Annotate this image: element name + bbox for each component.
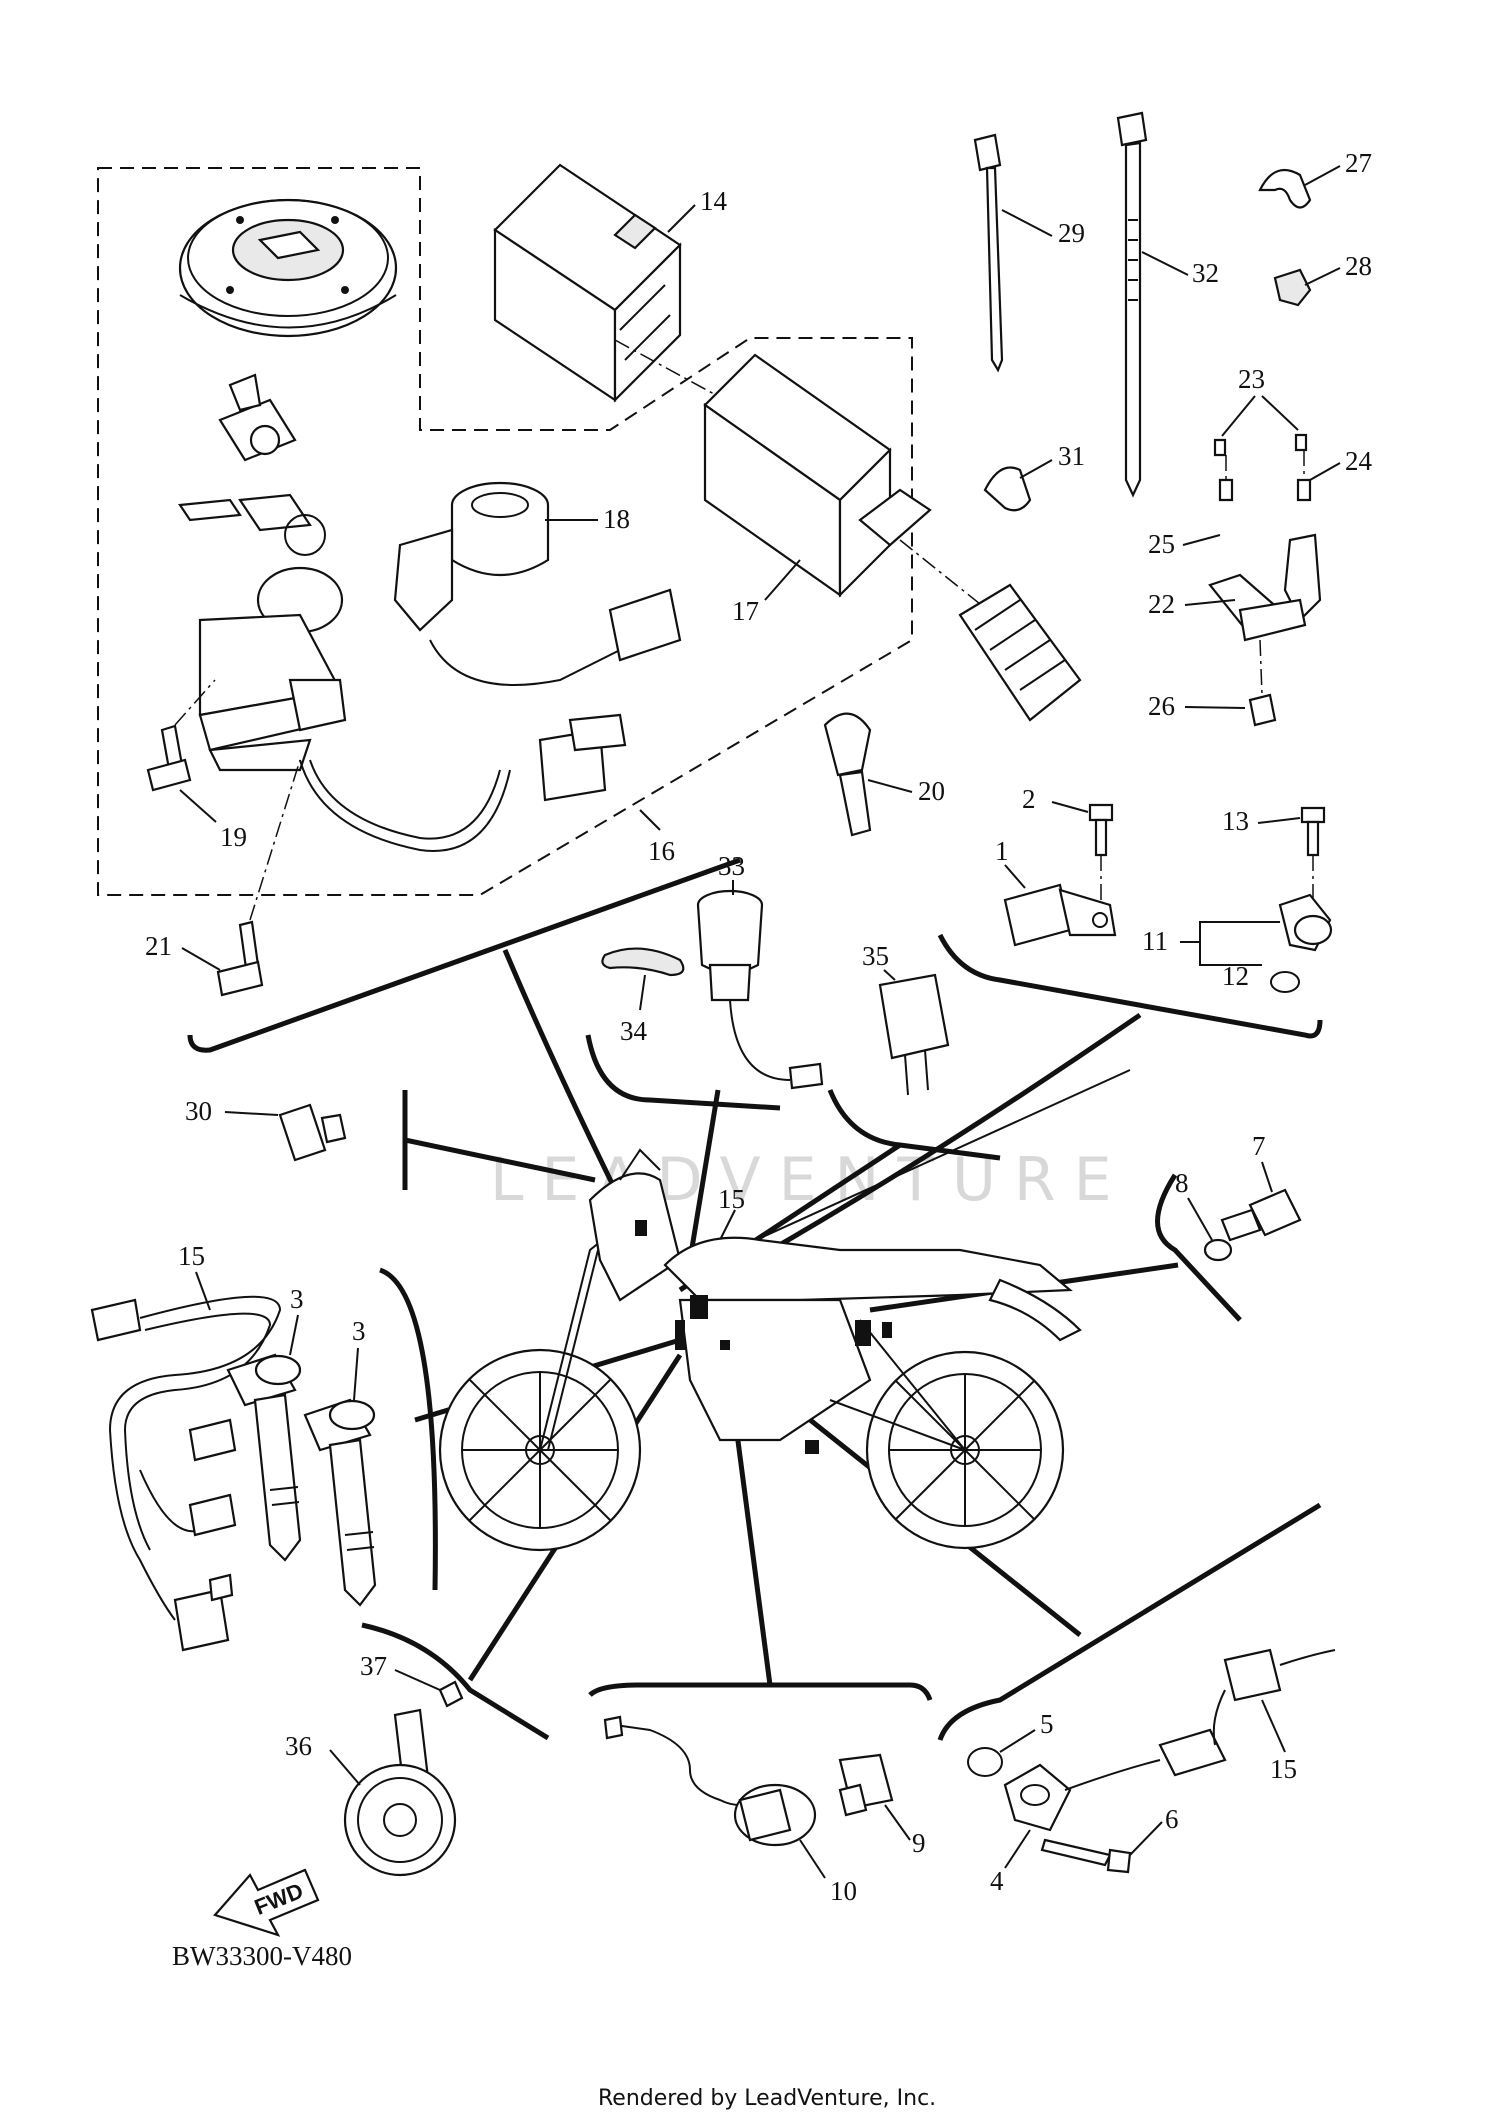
part-number-20: 20 [918, 776, 945, 806]
part-18-key-cylinder [393, 481, 682, 686]
part-20-key [823, 712, 872, 837]
part-5-o-ring [967, 1747, 1003, 1777]
seat-lock [218, 373, 297, 462]
part-number-2: 2 [1022, 784, 1036, 814]
part-28-clip [1273, 268, 1312, 307]
part-number-33: 33 [718, 851, 745, 881]
bracket-top-right [937, 933, 1323, 1039]
part-number-15-left: 15 [178, 1241, 205, 1271]
part-number-12: 12 [1222, 961, 1249, 991]
part-number-8: 8 [1175, 1168, 1189, 1198]
part-7-sensor [1220, 1188, 1302, 1242]
part-29-cable-tie [973, 133, 1004, 373]
part-36-horn [343, 1708, 457, 1877]
part-number-15-right: 15 [1270, 1754, 1297, 1784]
part-number-34: 34 [620, 1016, 648, 1046]
part-number-28: 28 [1345, 251, 1372, 281]
motorcycle [438, 1148, 1082, 1552]
part-11-sensor [1278, 893, 1333, 952]
part-number-5: 5 [1040, 1709, 1054, 1739]
fuel-cap [178, 198, 398, 338]
part-number-30: 30 [185, 1096, 212, 1126]
part-3-speed-sensor-a [226, 1353, 302, 1562]
part-number-31: 31 [1058, 441, 1085, 471]
part-number-15-center: 15 [718, 1184, 745, 1214]
part-30-switch [278, 1103, 347, 1162]
part-number-35: 35 [862, 941, 889, 971]
part-21-bolt [216, 920, 264, 997]
part-number-6: 6 [1165, 1804, 1179, 1834]
part-number-3-a: 3 [290, 1284, 304, 1314]
part-37-nut [438, 1680, 464, 1708]
part-19-bolt [146, 724, 192, 792]
ecu-connector [958, 583, 1082, 722]
part-number-25: 25 [1148, 529, 1175, 559]
part-16-ignition-switch [178, 493, 627, 852]
part-number-3-b: 3 [352, 1316, 366, 1346]
part-33-socket [696, 889, 824, 1090]
part-2-bolt [1088, 803, 1114, 905]
part-number-26: 26 [1148, 691, 1175, 721]
part-number-18: 18 [603, 504, 630, 534]
part-number-19: 19 [220, 822, 247, 852]
leader-33 [687, 1089, 721, 1261]
part-14-ecu-cover [493, 163, 726, 403]
part-number-36: 36 [285, 1731, 312, 1761]
bracket-top-left [187, 857, 741, 1053]
part-number-4: 4 [990, 1866, 1004, 1896]
part-number-24: 24 [1345, 446, 1373, 476]
part-34-cap [601, 947, 685, 977]
part-13-bolt [1300, 806, 1326, 905]
part-number-13: 13 [1222, 806, 1249, 836]
part-3-speed-sensor-b [303, 1398, 377, 1607]
part-4-sensor [1003, 1728, 1227, 1832]
part-15-sub-harness-right [1212, 1648, 1336, 1746]
bracket-9-10 [588, 1682, 933, 1701]
bracket-36 [361, 1622, 550, 1741]
part-10-sensor [603, 1715, 817, 1847]
part-number-17: 17 [732, 596, 759, 626]
part-27-clip [1258, 168, 1312, 209]
part-31-clamp [983, 466, 1032, 512]
part-35-relay [878, 973, 950, 1096]
part-number-22: 22 [1148, 589, 1175, 619]
part-number-1: 1 [995, 836, 1009, 866]
part-number-16: 16 [648, 836, 675, 866]
bracket-33 [585, 1034, 781, 1111]
part-number-27: 27 [1345, 148, 1372, 178]
leader-30 [404, 1137, 596, 1183]
part-17-ecu [703, 353, 1001, 621]
part-number-21: 21 [145, 931, 172, 961]
part-number-29: 29 [1058, 218, 1085, 248]
footer-credit: Rendered by LeadVenture, Inc. [598, 2086, 936, 2111]
forward-arrow: FWD [213, 1868, 320, 1937]
part-8-washer [1203, 1238, 1233, 1262]
bracket-3 [379, 1267, 438, 1591]
part-number-10: 10 [830, 1876, 857, 1906]
part-number-32: 32 [1192, 258, 1219, 288]
part-9-switch [838, 1753, 894, 1817]
part-number-9: 9 [912, 1828, 926, 1858]
bracket-4-5-6 [937, 1502, 1322, 1741]
part-number-23: 23 [1238, 364, 1265, 394]
leader-thin-right [689, 1069, 1131, 1271]
part-number-14: 14 [700, 186, 728, 216]
part-12-o-ring [1270, 971, 1300, 993]
part-number-11: 11 [1142, 926, 1168, 956]
part-6-bolt [1040, 1838, 1132, 1874]
bracket-78 [1155, 1173, 1242, 1322]
part-15-sub-harness [90, 1295, 282, 1652]
part-32-cable-tie [1116, 111, 1148, 498]
part-number-7: 7 [1252, 1131, 1266, 1161]
part-1-sensor [1003, 883, 1117, 947]
part-22-bracket [1208, 433, 1322, 727]
part-number-37: 37 [360, 1651, 387, 1681]
ignition-set-boundary [97, 167, 913, 896]
diagram-code: BW33300-V480 [172, 1941, 352, 1971]
